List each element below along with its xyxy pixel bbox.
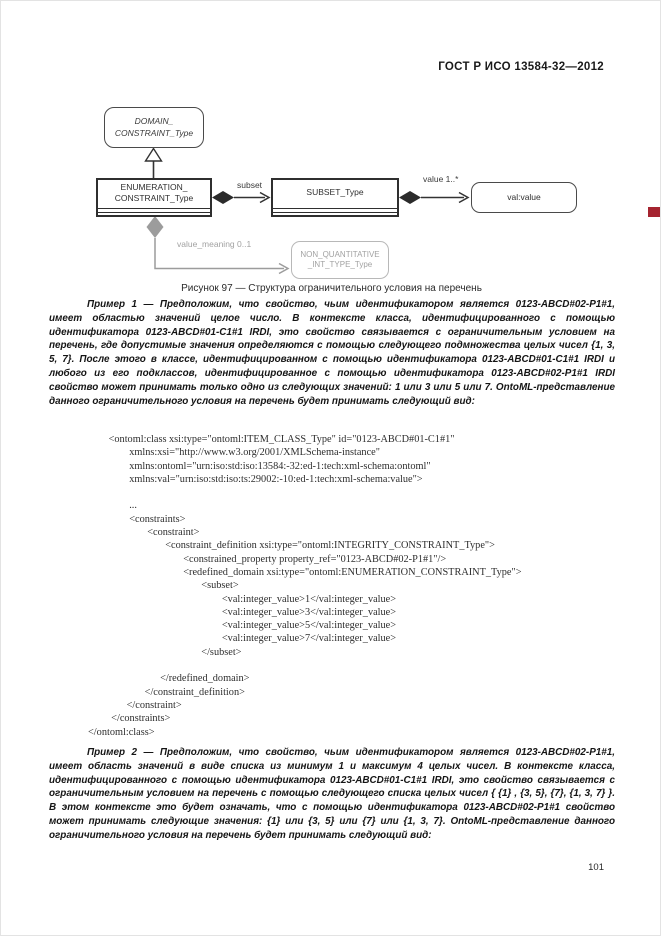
aggregation-diamond-icon [212,191,234,204]
node-domain-constraint-type: DOMAIN_ CONSTRAINT_Type [104,107,204,148]
compartment-divider [273,208,397,209]
aggregation-diamond-icon [399,191,421,204]
edge-label-subset: subset [237,180,263,190]
edge-label-value-meaning: value_meaning 0..1 [177,239,252,249]
figure-connectors [144,147,470,275]
node-subset-type: SUBSET_Type [271,178,399,217]
compartment-divider [98,208,210,209]
compartment-divider [98,211,210,213]
node-label-line: val:value [507,191,541,202]
generalization-triangle-icon [144,147,163,162]
node-label-line: SUBSET_Type [306,187,364,198]
gray-arrowhead-icon [278,262,290,275]
edge-label-value: value 1..* [423,174,459,184]
example-1-paragraph: Пример 1 — Предположим, что свойство, чь… [49,299,615,407]
node-label-line: DOMAIN_ [134,116,174,127]
page-title: ГОСТ Р ИСО 13584-32—2012 [438,61,604,73]
ontoml-code-block: <ontoml:class xsi:type="ontoml:ITEM_CLAS… [88,434,522,738]
node-label-line: CONSTRAINT_Type [114,193,194,203]
compartment-divider [273,211,397,213]
node-val-value: val:value [471,182,577,213]
arrowhead-icon [259,191,271,204]
arrowhead-icon [458,191,470,204]
node-label-line: NON_QUANTITATIVE [300,249,380,259]
node-enumeration-constraint-type: ENUMERATION_ CONSTRAINT_Type [96,178,212,217]
figure-caption: Рисунок 97 — Структура ограничительного … [181,283,482,294]
example-2-paragraph: Пример 2 — Предположим, что свойство, чь… [49,747,615,841]
node-label-line: ENUMERATION_ [120,181,188,192]
scan-red-edge-mark [648,207,660,217]
node-non-quantitative-int-type: NON_QUANTITATIVE _INT_TYPE_Type [291,241,389,279]
node-label-line: CONSTRAINT_Type [114,127,194,138]
page-number: 101 [588,862,604,873]
value-meaning-edge-line [154,238,284,270]
gray-aggregation-diamond-icon [146,216,164,238]
node-label-line: _INT_TYPE_Type [307,260,373,269]
